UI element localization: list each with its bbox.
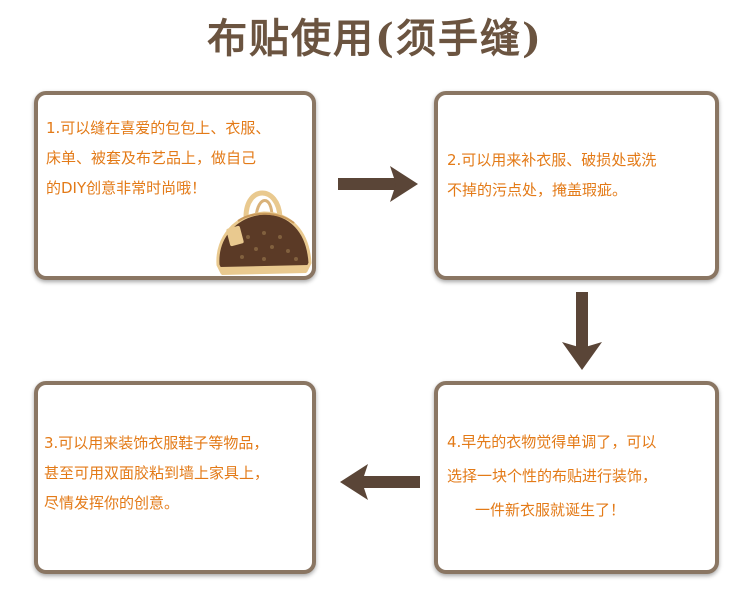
step-3-line-2: 甚至可用双面胶粘到墙上家具上， <box>44 464 270 482</box>
step-4-card: 4.早先的衣物觉得单调了，可以 选择一块个性的布贴进行装饰， 一件新衣服就诞生了… <box>434 381 719 574</box>
step-2-line-2: 不掉的污点处，掩盖瑕疵。 <box>447 181 628 199</box>
step-2-line-1: 2.可以用来补衣服、破损处或洗 <box>447 151 657 169</box>
step-1-line-2: 床单、被套及布艺品上，做自己 <box>46 149 257 167</box>
step-4-line-3: 一件新衣服就诞生了！ <box>475 501 626 519</box>
arrow-down-icon <box>562 292 602 370</box>
step-2-card: 2.可以用来补衣服、破损处或洗 不掉的污点处，掩盖瑕疵。 <box>434 91 719 280</box>
handbag-image <box>216 190 312 275</box>
step-3-line-3: 尽情发挥你的创意。 <box>44 494 180 512</box>
step-4-line-1: 4.早先的衣物觉得单调了，可以 <box>447 433 657 451</box>
page-title: 布贴使用(须手缝) <box>207 15 543 62</box>
step-1-line-1: 1.可以缝在喜爱的包包上、衣服、 <box>46 119 271 137</box>
step-2-text: 2.可以用来补衣服、破损处或洗 不掉的污点处，掩盖瑕疵。 <box>447 145 656 205</box>
step-3-text: 3.可以用来装饰衣服鞋子等物品， 甚至可用双面胶粘到墙上家具上， 尽情发挥你的创… <box>44 428 269 518</box>
step-4-line-2: 选择一块个性的布贴进行装饰， <box>447 467 658 485</box>
step-1-text: 1.可以缝在喜爱的包包上、衣服、 床单、被套及布艺品上，做自己 的DIY创意非常… <box>46 113 270 203</box>
step-1-card: 1.可以缝在喜爱的包包上、衣服、 床单、被套及布艺品上，做自己 的DIY创意非常… <box>34 91 316 280</box>
step-1-line-3: 的DIY创意非常时尚哦！ <box>46 179 207 197</box>
arrow-right-icon <box>338 166 418 202</box>
step-3-card: 3.可以用来装饰衣服鞋子等物品， 甚至可用双面胶粘到墙上家具上， 尽情发挥你的创… <box>34 381 316 574</box>
step-4-text: 4.早先的衣物觉得单调了，可以 选择一块个性的布贴进行装饰， 一件新衣服就诞生了… <box>447 425 657 527</box>
step-3-line-1: 3.可以用来装饰衣服鞋子等物品， <box>44 434 269 452</box>
arrow-left-icon <box>340 464 420 500</box>
